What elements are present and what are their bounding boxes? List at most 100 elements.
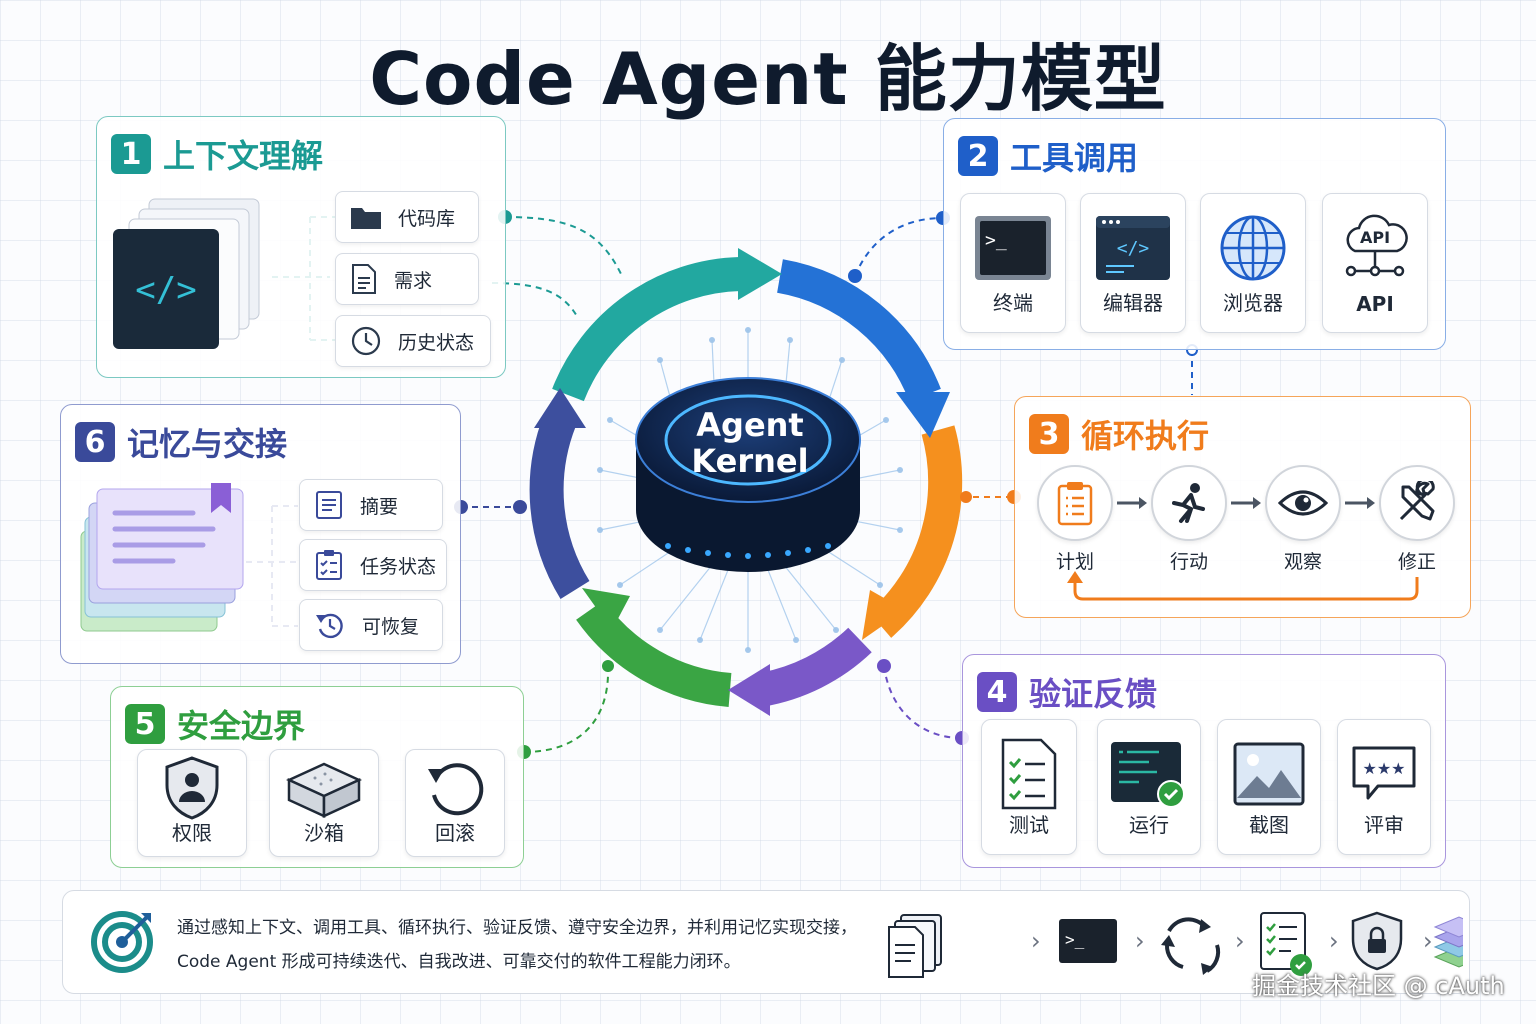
arrowhead-verify	[728, 664, 770, 716]
verify-card-test[interactable]: 测试	[981, 719, 1077, 855]
cycle-icon	[1161, 917, 1221, 975]
tool-card-editor[interactable]: </> 编辑器	[1080, 193, 1186, 333]
running-person-icon	[1172, 483, 1205, 523]
kernel-lights	[665, 543, 831, 559]
terminal-icon: >_	[1059, 919, 1117, 963]
panel-tools-title: 工具调用	[1010, 139, 1139, 177]
arrowhead-safety	[582, 588, 630, 630]
loop-step-label: 行动	[1169, 551, 1208, 573]
svg-text:>_: >_	[985, 230, 1007, 251]
context-item-label: 历史状态	[398, 331, 475, 354]
svg-text:›: ›	[1423, 927, 1433, 955]
review-stars-icon: ★★★	[1352, 746, 1416, 800]
agent-kernel: Agent Kernel	[650, 407, 850, 479]
svg-text:›: ›	[1135, 927, 1145, 955]
svg-text:›: ›	[1235, 927, 1245, 955]
api-icon-text: API	[1359, 228, 1391, 247]
loop-step-fix[interactable]	[1379, 465, 1455, 541]
tool-label: 编辑器	[1103, 291, 1163, 315]
memory-item-label: 可恢复	[362, 615, 420, 638]
rollback-icon	[428, 763, 484, 816]
ring-segment-safety	[576, 599, 732, 707]
safety-card-sandbox[interactable]: 沙箱	[269, 749, 379, 857]
context-item-requirements[interactable]: 需求	[335, 253, 479, 305]
svg-text:★★★: ★★★	[1362, 759, 1405, 778]
panel-loop-number: 3	[1029, 414, 1069, 454]
tool-card-api[interactable]: API API	[1322, 193, 1428, 333]
panel-memory-number: 6	[75, 422, 115, 462]
context-item-label: 需求	[394, 269, 433, 292]
summary-bar: 通过感知上下文、调用工具、循环执行、验证反馈、遵守安全边界，并利用记忆实现交接，…	[62, 890, 1470, 994]
safety-card-permission[interactable]: 权限	[137, 749, 247, 857]
panel-safety: 5 安全边界 权限 沙箱 回滚	[110, 686, 524, 868]
loop-step-label: 观察	[1283, 551, 1322, 573]
verify-card-run[interactable]: 运行	[1097, 719, 1201, 855]
safety-label: 沙箱	[304, 821, 344, 845]
verify-card-screenshot[interactable]: 截图	[1217, 719, 1321, 855]
clock-icon	[351, 326, 381, 356]
panel-verify-title: 验证反馈	[1029, 675, 1158, 713]
tool-label: API	[1356, 292, 1394, 316]
api-cloud-icon	[1345, 214, 1408, 277]
loop-step-act[interactable]	[1151, 465, 1227, 541]
terminal-icon: >_	[975, 216, 1051, 280]
code-files-icon: </>	[113, 198, 260, 349]
page-title: Code Agent 能力模型	[369, 37, 1167, 121]
memory-stack-icon	[80, 483, 244, 632]
task-clipboard-icon	[316, 550, 342, 580]
verify-label: 截图	[1249, 813, 1289, 837]
globe-icon	[1220, 215, 1286, 281]
panel-verify-number: 4	[977, 672, 1017, 712]
kernel-line1: Agent	[696, 406, 804, 444]
loop-step-plan[interactable]	[1037, 465, 1113, 541]
arrowhead-tools	[896, 392, 950, 438]
safety-label: 权限	[172, 821, 212, 845]
verify-card-review[interactable]: ★★★ 评审	[1337, 719, 1431, 855]
ring-segment-loop	[868, 425, 963, 638]
panel-verify: 4 验证反馈 测试 运行 截图 ★★★ 评审	[962, 654, 1446, 868]
context-item-history[interactable]: 历史状态	[335, 315, 491, 367]
document-icon	[352, 264, 376, 294]
tool-label: 浏览器	[1223, 291, 1283, 315]
clipboard-icon	[1057, 482, 1093, 526]
tool-card-browser[interactable]: 浏览器	[1200, 193, 1306, 333]
eye-icon	[1278, 490, 1328, 516]
loop-arrows	[1067, 497, 1419, 601]
context-item-label: 代码库	[398, 207, 456, 230]
loop-step-label: 修正	[1397, 551, 1436, 573]
safety-label: 回滚	[435, 821, 475, 845]
panel-loop: 3 循环执行 计划 行动 观察 修正	[1014, 396, 1471, 618]
ring-segment-context	[552, 257, 741, 402]
panel-memory-title: 记忆与交接	[127, 425, 288, 463]
summary-flow: › >_ › › › ›	[888, 911, 1463, 978]
memory-item-recoverable[interactable]: 可恢复	[299, 599, 443, 651]
summary-list-icon	[316, 491, 342, 519]
context-item-codebase[interactable]: 代码库	[335, 191, 479, 243]
memory-item-summary[interactable]: 摘要	[299, 479, 443, 531]
layers-icon	[1433, 916, 1463, 968]
panel-tools-number: 2	[958, 136, 998, 176]
checklist-icon	[1260, 912, 1312, 976]
tools-icon	[1399, 481, 1435, 521]
safety-card-rollback[interactable]: 回滚	[405, 749, 505, 857]
sandbox-box-icon	[285, 762, 363, 818]
documents-icon	[888, 914, 942, 978]
tool-label: 终端	[993, 291, 1033, 315]
panel-safety-number: 5	[125, 704, 165, 744]
folder-icon	[351, 208, 381, 229]
panel-context-title: 上下文理解	[163, 137, 324, 175]
memory-item-task-state[interactable]: 任务状态	[299, 539, 447, 591]
svg-text:>_: >_	[1065, 930, 1085, 949]
loop-step-observe[interactable]	[1265, 465, 1341, 541]
ring-segment-memory	[529, 413, 590, 599]
run-terminal-icon	[1111, 742, 1185, 808]
summary-line2: Code Agent 形成可持续迭代、自我改进、可靠交付的软件工程能力闭环。	[177, 952, 741, 972]
ring-segment-verify	[756, 627, 872, 707]
verify-label: 测试	[1009, 813, 1049, 837]
verify-label: 评审	[1364, 813, 1404, 837]
svg-text:</>: </>	[135, 270, 196, 310]
panel-context: 1 上下文理解 </> 代码库 需求 历史状态	[96, 116, 506, 378]
watermark: 掘金技术社区 @ cAuth	[1252, 972, 1505, 1000]
tool-card-terminal[interactable]: >_ 终端	[960, 193, 1066, 333]
